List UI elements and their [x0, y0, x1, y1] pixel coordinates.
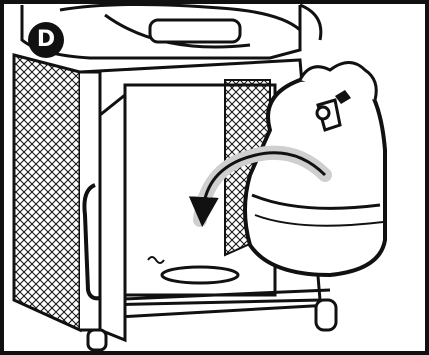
grill-top [22, 4, 321, 58]
step-badge: D [28, 22, 64, 58]
